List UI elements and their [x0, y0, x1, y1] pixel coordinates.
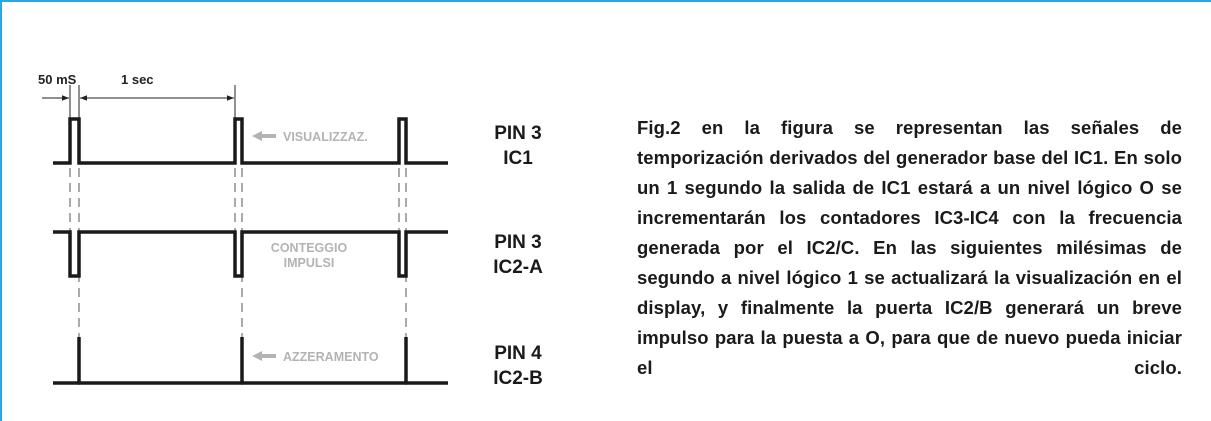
- dim-label-1sec: 1 sec: [121, 72, 154, 87]
- signal-trace-pin3-ic1: [53, 117, 448, 165]
- dim-label-50ms: 50 mS: [38, 72, 77, 87]
- ic-label: IC2-A: [493, 257, 543, 278]
- ic-label: IC1: [503, 148, 533, 169]
- figure-caption: Fig.2 en la figura se representan las se…: [637, 117, 1182, 378]
- pin-label: PIN 3: [494, 123, 542, 144]
- arrow-icon: [252, 351, 276, 361]
- frame-top-border: [0, 0, 1211, 2]
- dimension-annotations: 50 mS 1 sec: [38, 72, 236, 120]
- frame-left-border: [0, 0, 2, 421]
- pin-label: PIN 3: [494, 232, 542, 253]
- arrow-icon: [252, 131, 276, 141]
- pin-label: PIN 4: [494, 343, 542, 364]
- annotation-visualizzaz: VISUALIZZAZ.: [283, 130, 368, 144]
- signal-trace-pin3-ic2a: [53, 230, 448, 278]
- timing-diagram: 50 mS 1 sec VISUALIZZAZ. CONTEGGIO IMPUL…: [38, 72, 543, 389]
- signal-trace-pin4-ic2b: [53, 337, 448, 385]
- annotation-azzeramento: AZZERAMENTO: [283, 350, 379, 364]
- annotation-arrows: [252, 131, 276, 361]
- annotation-impulsi: IMPULSI: [284, 256, 335, 270]
- ic-label: IC2-B: [493, 368, 543, 389]
- annotation-conteggio: CONTEGGIO: [271, 241, 348, 255]
- pin-labels: PIN 3 IC1 PIN 3 IC2-A PIN 4 IC2-B: [493, 123, 543, 389]
